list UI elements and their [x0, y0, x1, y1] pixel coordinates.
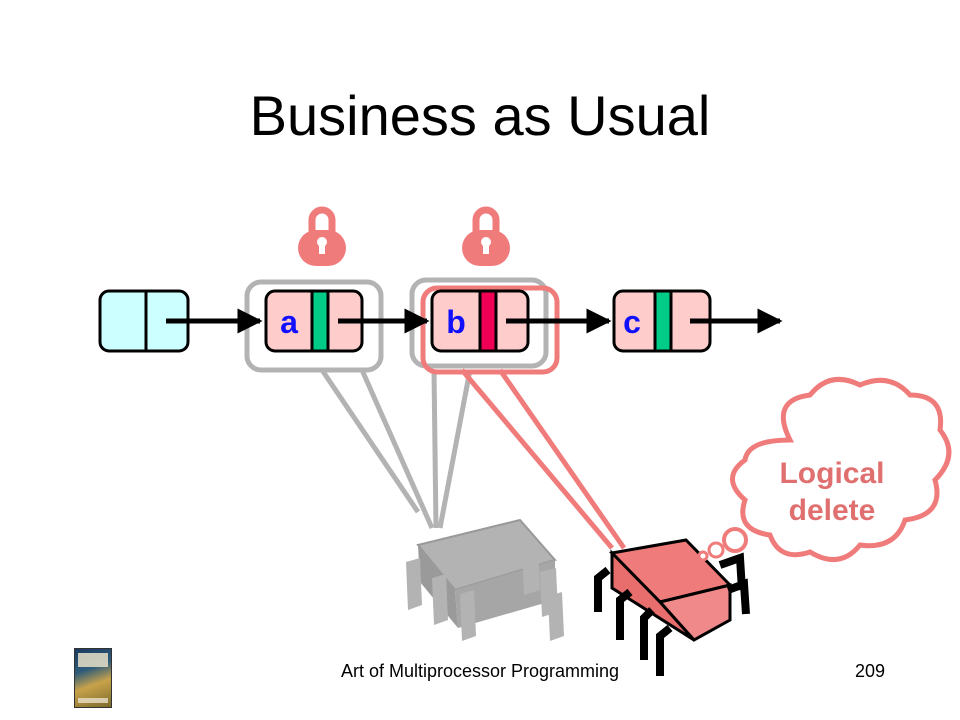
slide-title: Business as Usual — [249, 84, 711, 147]
red-thread-lock-lines — [460, 368, 627, 550]
node-c-label: c — [623, 304, 641, 340]
page-number: 209 — [854, 661, 886, 681]
gray-thread-lock-lines — [319, 368, 473, 530]
node-c-mark — [653, 289, 673, 353]
book-cover-thumbnail — [74, 648, 112, 708]
node-b-mark — [478, 289, 498, 353]
lock-icon — [298, 206, 346, 266]
bubble-line-1: Logical — [779, 457, 884, 490]
list-node-b: b — [430, 289, 530, 353]
chip-icon — [406, 518, 564, 641]
node-a-mark — [310, 289, 330, 353]
list-node-head — [98, 289, 190, 353]
node-b-label: b — [446, 304, 466, 340]
chip-icon — [594, 538, 750, 676]
thought-bubble: Logical delete — [697, 376, 952, 562]
slide-footer: Art of Multiprocessor Programming — [340, 661, 620, 681]
node-a-label: a — [280, 304, 298, 340]
list-node-c: c — [612, 289, 712, 353]
list-node-a: a — [264, 289, 364, 353]
lock-icon — [462, 206, 510, 266]
bubble-line-2: delete — [789, 494, 876, 527]
